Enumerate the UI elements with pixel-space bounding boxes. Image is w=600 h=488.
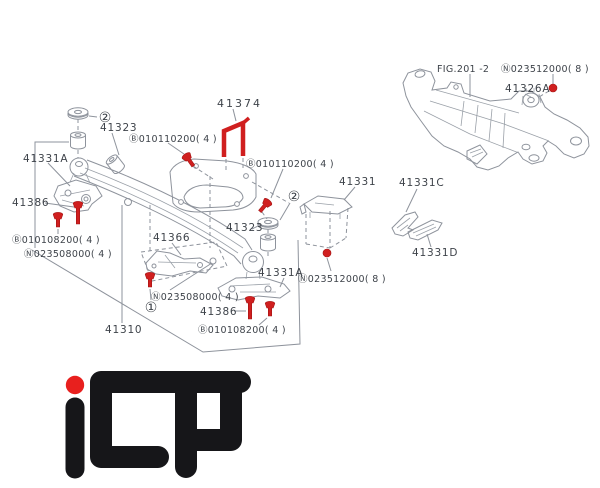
part-label-41331c: 41331C (399, 177, 445, 189)
highlighted-bolt-icon (52, 211, 64, 228)
circled-1-marker: ① (145, 300, 158, 316)
highlighted-nut-icon (548, 83, 558, 93)
part-label-41323-upper: 41323 (100, 122, 137, 134)
washer-upper-left-drawing (67, 107, 89, 120)
bushing-41323-upper-drawing (105, 154, 125, 174)
part-label-41374: 41374 (217, 97, 262, 110)
bolt-code-lower-left-label: Ⓑ010108200( 4 ) (12, 235, 100, 246)
highlighted-bolt-icon (244, 295, 256, 320)
bolt-code-upper-left-label: Ⓑ010110200( 4 ) (129, 134, 217, 145)
bushing-mid-drawing (260, 233, 276, 252)
highlighted-bolt-icon (72, 200, 84, 225)
part-label-41366: 41366 (153, 232, 190, 244)
circled-2-marker-right: ② (288, 189, 301, 205)
part-label-41331a-left: 41331A (23, 153, 68, 165)
highlighted-bolt-icon (255, 196, 274, 216)
rear-crossmember-drawing (402, 68, 590, 171)
washer-mid-drawing (257, 217, 279, 230)
bushing-41326a-drawing (521, 87, 542, 108)
nut-code-lower-left-label: Ⓝ023508000( 4 ) (24, 249, 112, 260)
bracket-41331a-right-drawing (217, 276, 291, 301)
logo-letter-p-bowl (179, 371, 242, 451)
bolt-code-lower-right-label: Ⓑ010108200( 4 ) (198, 325, 286, 336)
nut-code-top-label: Ⓝ023512000( 8 ) (501, 64, 589, 75)
bolt-code-upper-right-label: Ⓑ010110200( 4 ) (246, 159, 334, 170)
part-label-41386-right: 41386 (200, 306, 237, 318)
highlighted-bolt-icon (144, 271, 156, 288)
logo-letter-i (65, 397, 85, 479)
highlighted-nut-icon (322, 248, 332, 258)
bracket-41366-drawing (140, 176, 228, 282)
leader-lines (31, 108, 432, 353)
part-label-41386-left: 41386 (12, 197, 49, 209)
part-label-41331: 41331 (339, 176, 376, 188)
figure-reference-label: FIG.201 -2 (437, 64, 489, 75)
bracket-41331c-drawing (391, 211, 419, 237)
nut-code-mid-right-label: Ⓝ023512000( 8 ) (298, 274, 386, 285)
part-label-41326a: 41326A (505, 83, 550, 95)
bushing-upper-left-drawing (70, 131, 86, 150)
part-label-41331d: 41331D (412, 247, 458, 259)
highlighted-bolt-icon (264, 300, 276, 317)
bracket-41331-drawing (299, 195, 353, 249)
diagram-labels: FIG.201 -2 Ⓝ023512000( 8 ) 41326A 41374 … (12, 64, 589, 336)
highlighted-bracket-41374 (221, 116, 251, 157)
circled-2-marker-left: ② (99, 110, 112, 126)
part-label-41331a-right: 41331A (258, 267, 303, 279)
logo-red-dot (65, 375, 85, 395)
icp-logo (65, 371, 251, 479)
nut-code-mid-label: Ⓝ023508000( 4 ) (151, 292, 239, 303)
bracket-41331d-drawing (407, 219, 443, 241)
part-label-41310: 41310 (105, 324, 142, 336)
logo-letter-c (90, 371, 251, 468)
part-label-41323-mid: 41323 (226, 222, 263, 234)
